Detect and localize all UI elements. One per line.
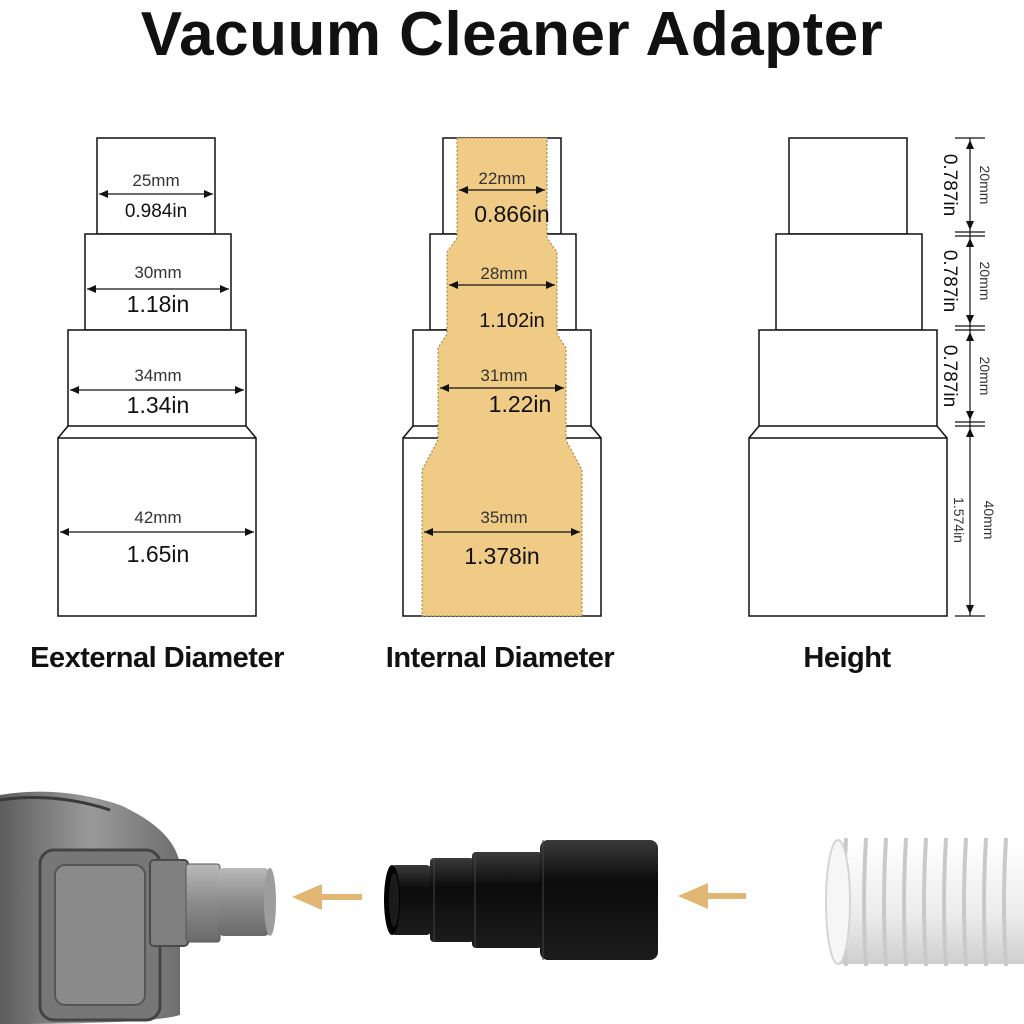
internal-mm-label-4: 35mm <box>480 508 527 527</box>
internal-inch-label-3: 1.22in <box>489 391 552 417</box>
internal-inch-label-1: 0.866in <box>474 201 549 227</box>
adapter-icon <box>384 840 658 960</box>
page-title: Vacuum Cleaner Adapter <box>140 0 884 69</box>
external-diameter-caption: Eexternal Diameter <box>30 642 284 674</box>
arrow-left-icon <box>678 883 746 909</box>
internal-dim-arrow-1 <box>459 186 545 194</box>
external-inch-label-2: 1.18in <box>127 291 190 317</box>
external-section-4 <box>57 437 257 617</box>
internal-mm-label-2: 28mm <box>480 264 527 283</box>
height-inch-label-4: 1.574in <box>951 497 967 543</box>
external-section-1 <box>96 137 216 235</box>
height-mm-label-1: 20mm <box>977 166 993 205</box>
height-caption: Height <box>803 642 891 674</box>
internal-diameter-caption: Internal Diameter <box>385 642 615 674</box>
height-mm-label-4: 40mm <box>981 501 997 540</box>
external-mm-label-2: 30mm <box>134 263 181 282</box>
height-section-1 <box>788 137 908 235</box>
external-inch-label-1: 0.984in <box>125 201 187 222</box>
height-section-3 <box>758 329 938 427</box>
hose-icon <box>825 837 1024 967</box>
external-inch-label-3: 1.34in <box>127 392 190 418</box>
height-section-2 <box>775 233 923 331</box>
height-mm-label-2: 20mm <box>977 262 993 301</box>
external-section-2 <box>84 233 232 331</box>
internal-diameter-diagram: 22mm 0.866in 28mm 1.102in 31mm 1.22in 35… <box>402 137 602 617</box>
usage-illustration <box>0 791 1024 1024</box>
internal-bore-fill <box>421 137 583 617</box>
dimension-diagrams: 25mm 0.984in 30mm 1.18in 34mm 1.34in 42m… <box>57 137 997 617</box>
height-inch-label-2: 0.787in <box>939 250 960 312</box>
external-step-line <box>245 425 257 439</box>
internal-mm-label-1: 22mm <box>478 169 525 188</box>
external-step-line <box>57 425 69 439</box>
external-mm-label-1: 25mm <box>132 171 179 190</box>
height-step-line <box>936 425 948 439</box>
external-mm-label-3: 34mm <box>134 366 181 385</box>
internal-step-line <box>402 425 414 439</box>
external-inch-label-4: 1.65in <box>127 541 190 567</box>
height-section-4 <box>748 437 948 617</box>
power-tool-icon <box>0 791 276 1024</box>
height-inch-label-3: 0.787in <box>939 345 960 407</box>
height-inch-label-1: 0.787in <box>939 154 960 216</box>
height-step-line <box>748 425 760 439</box>
height-diagram: 20mm 0.787in 20mm 0.787in 20mm 0.787in 4… <box>748 137 997 617</box>
internal-step-line <box>590 425 602 439</box>
external-section-3 <box>67 329 247 427</box>
internal-inch-label-2: 1.102in <box>479 310 545 332</box>
arrow-left-icon <box>292 884 362 910</box>
internal-inch-label-4: 1.378in <box>464 543 539 569</box>
external-mm-label-4: 42mm <box>134 508 181 527</box>
internal-mm-label-3: 31mm <box>480 366 527 385</box>
external-diameter-diagram: 25mm 0.984in 30mm 1.18in 34mm 1.34in 42m… <box>57 137 257 617</box>
height-mm-label-3: 20mm <box>977 357 993 396</box>
